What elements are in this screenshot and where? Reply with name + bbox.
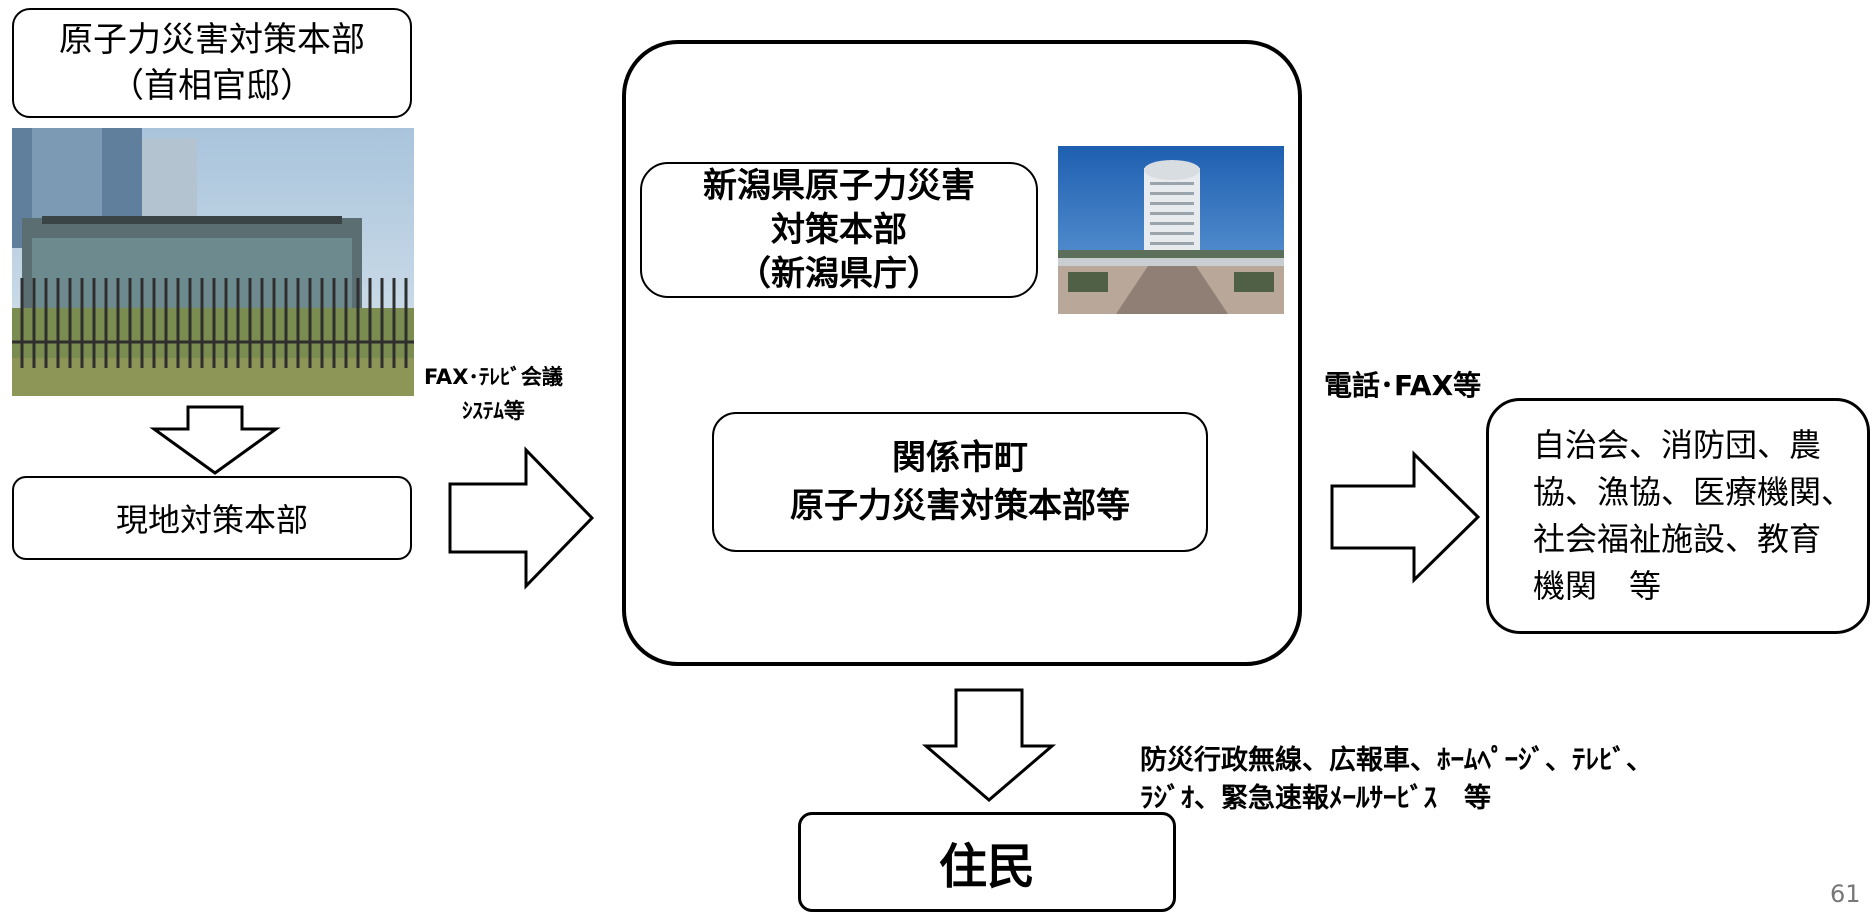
municipal-hq-line-1: 関係市町 bbox=[892, 438, 1028, 478]
prefecture-hq-line-3: （新潟県庁） bbox=[737, 254, 941, 294]
down-arrow-to-residents bbox=[921, 688, 1057, 802]
right-arrow-to-organizations bbox=[1330, 450, 1481, 584]
page-number: 61 bbox=[1830, 880, 1861, 908]
local-hq-label: 現地対策本部 bbox=[115, 501, 308, 539]
prefecture-hq-box: 新潟県原子力災害 対策本部 （新潟県庁） bbox=[640, 162, 1038, 298]
prefecture-container bbox=[622, 40, 1302, 666]
prefecture-hq-line-1: 新潟県原子力災害 bbox=[703, 166, 975, 206]
prefecture-office-photo bbox=[1058, 146, 1284, 314]
organizations-line-2: 協、漁協、医療機関、 bbox=[1533, 473, 1854, 511]
organizations-line-4: 機関 等 bbox=[1533, 567, 1662, 605]
right-arrow-to-prefecture bbox=[448, 446, 595, 590]
down-arrow-to-local-hq bbox=[149, 405, 281, 475]
national-hq-name: 原子力災害対策本部 bbox=[59, 20, 365, 60]
broadcast-channels-label: 防災行政無線、広報車、ﾎｰﾑﾍﾟｰｼﾞ、ﾃﾚﾋﾞ、 ﾗｼﾞｵ、緊急速報ﾒｰﾙｻｰ… bbox=[1140, 745, 1653, 814]
kantei-building-photo bbox=[12, 128, 414, 396]
national-hq-box: 原子力災害対策本部 （首相官邸） bbox=[12, 8, 412, 118]
national-hq-location: （首相官邸） bbox=[110, 66, 314, 106]
municipal-hq-box: 関係市町 原子力災害対策本部等 bbox=[712, 412, 1208, 552]
community-organizations-box: 自治会、消防団、農 協、漁協、医療機関、 社会福祉施設、教育 機関 等 bbox=[1486, 398, 1870, 634]
residents-label: 住民 bbox=[938, 839, 1035, 895]
residents-box: 住民 bbox=[798, 812, 1176, 912]
local-hq-box: 現地対策本部 bbox=[12, 476, 412, 560]
prefecture-hq-line-2: 対策本部 bbox=[771, 210, 907, 250]
organizations-line-1: 自治会、消防団、農 bbox=[1533, 426, 1822, 464]
phone-fax-label: 電話･FAX等 bbox=[1324, 369, 1482, 402]
organizations-line-3: 社会福祉施設、教育 bbox=[1533, 520, 1822, 558]
municipal-hq-line-2: 原子力災害対策本部等 bbox=[790, 486, 1130, 526]
fax-tv-conference-label: FAX･ﾃﾚﾋﾞ会議 ｼｽﾃﾑ等 bbox=[424, 365, 563, 423]
